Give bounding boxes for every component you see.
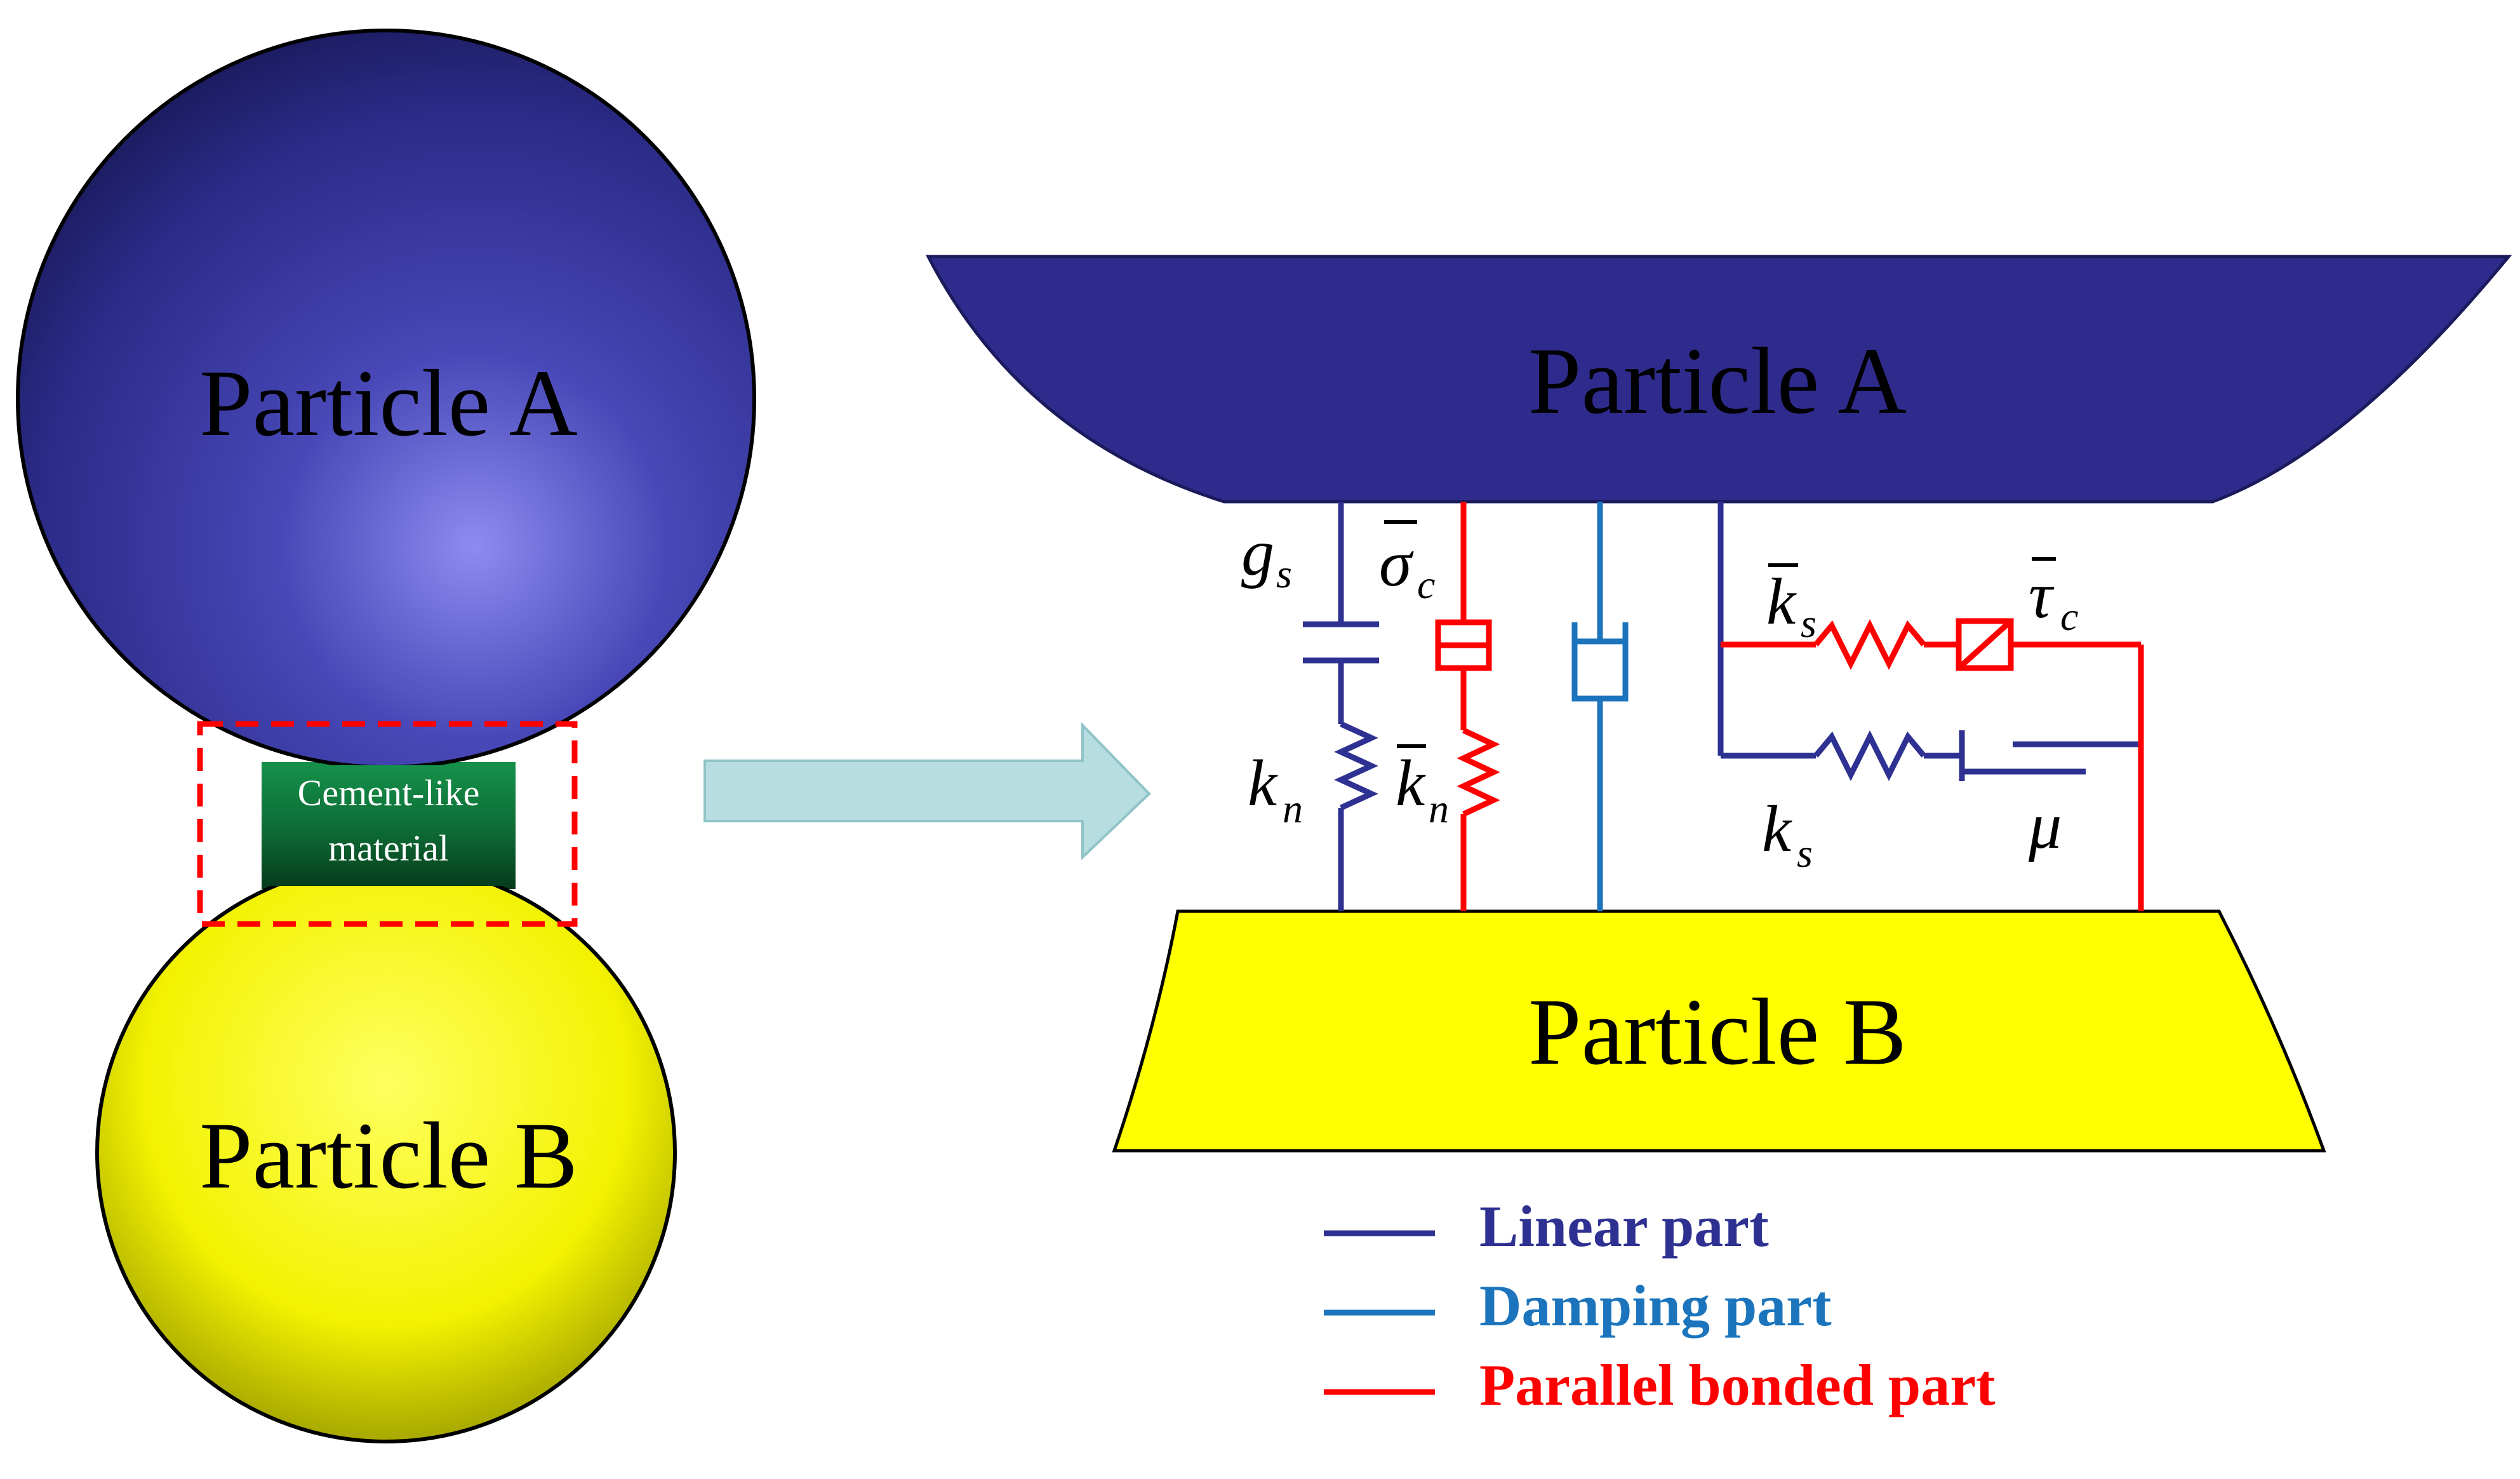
svg-text:n: n: [1429, 786, 1449, 831]
svg-text:Linear part: Linear part: [1479, 1194, 1769, 1259]
symbol-ks-bar: k s: [1766, 563, 1817, 646]
symbol-kn: k n: [1248, 747, 1303, 831]
svg-text:g: g: [1241, 516, 1274, 589]
right-particle-b-label: Particle B: [1528, 979, 1907, 1085]
svg-text:s: s: [1797, 831, 1813, 876]
svg-text:s: s: [1276, 551, 1292, 596]
svg-text:k: k: [1762, 793, 1792, 866]
svg-text:k: k: [1766, 565, 1797, 638]
legend: Linear part Damping part Parallel bonded…: [1324, 1194, 1996, 1417]
right-particle-b: [1112, 909, 2326, 1153]
contact-selection-box: [197, 721, 578, 927]
symbol-ks: k s: [1762, 793, 1813, 876]
svg-text:Parallel bonded part: Parallel bonded part: [1479, 1353, 1996, 1417]
symbol-kn-bar: k n: [1396, 744, 1449, 831]
right-arrow-icon: [703, 722, 1151, 860]
symbol-gs: g s: [1241, 516, 1292, 596]
svg-text:c: c: [2060, 594, 2078, 639]
linear-normal-branch: [1303, 502, 1379, 911]
svg-text:s: s: [1801, 601, 1817, 646]
symbol-tau-c-bar: τ c: [2029, 557, 2078, 639]
right-particle-a-label: Particle A: [1528, 328, 1907, 434]
damping-branch: [1571, 502, 1629, 911]
cement-label-line2: material: [328, 827, 449, 869]
cement-like-material-face: [262, 765, 516, 886]
svg-text:Damping part: Damping part: [1479, 1273, 1832, 1338]
svg-text:n: n: [1283, 786, 1303, 831]
symbol-sigma-c-bar: σ c: [1379, 520, 1435, 607]
legend-item-damping: Damping part: [1324, 1273, 1832, 1338]
svg-text:c: c: [1417, 562, 1435, 607]
svg-text:k: k: [1248, 747, 1278, 820]
svg-text:τ: τ: [2029, 559, 2055, 632]
svg-text:σ: σ: [1379, 527, 1414, 600]
bond-normal-branch: [1435, 502, 1500, 911]
left-particle-b-label: Particle B: [199, 1103, 578, 1208]
cement-label-line1: Cement-like: [298, 772, 480, 813]
symbol-mu: μ: [2028, 789, 2062, 862]
right-contact-model: Particle A Particle B: [925, 255, 2512, 1153]
legend-item-linear: Linear part: [1324, 1194, 1769, 1259]
bond-shear-branch: [1721, 618, 2144, 911]
left-particle-pair: Cement-like material Particle A Particle…: [16, 29, 756, 1443]
left-particle-a-label: Particle A: [199, 351, 578, 456]
svg-text:μ: μ: [2028, 789, 2062, 862]
svg-text:k: k: [1396, 747, 1426, 820]
linear-shear-branch: [1717, 502, 2141, 782]
legend-item-parallel-bonded: Parallel bonded part: [1324, 1353, 1996, 1417]
